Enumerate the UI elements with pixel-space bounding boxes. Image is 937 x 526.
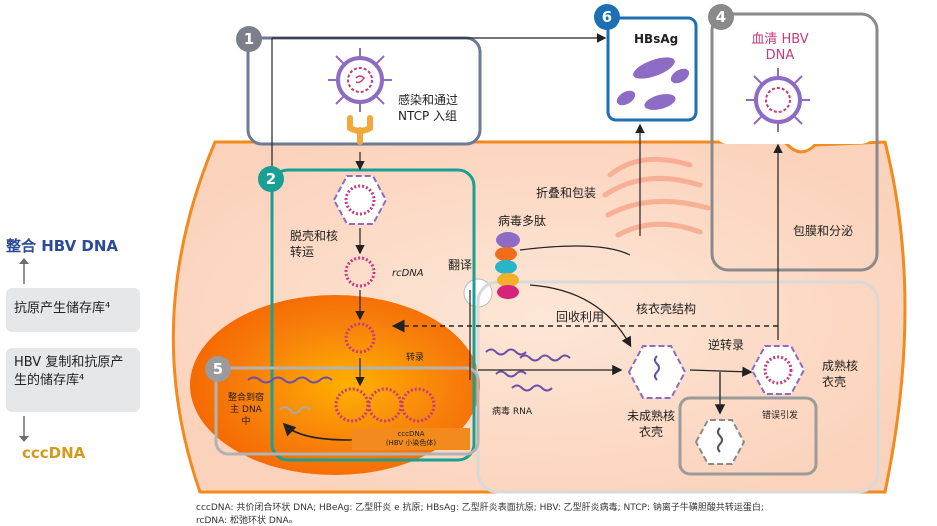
up-arrow-icon xyxy=(19,258,29,284)
down-arrow-icon xyxy=(19,416,29,442)
integrated-dna-icon xyxy=(247,376,333,414)
capsid-structure-label: 核衣壳结构 xyxy=(636,302,697,316)
hbsag-particles-icon xyxy=(616,57,690,110)
entry-label: 感染和通过 NTCP 入组 xyxy=(398,93,459,123)
viral-rna-icon xyxy=(485,348,571,392)
polypeptide-stack-icon xyxy=(495,232,520,299)
step-6-badge: 6 xyxy=(594,4,620,30)
ntcp-receptor-icon xyxy=(347,115,373,145)
virion-entry-icon xyxy=(328,48,392,112)
recycle-label: 回收利用 xyxy=(556,310,605,324)
hbsag-label: HBsAg xyxy=(634,32,679,46)
error-priming-label: 错误引发 xyxy=(762,411,799,421)
viral-rna-label: 病毒 RNA xyxy=(492,407,533,417)
error-priming-box xyxy=(678,396,818,476)
step-2-badge: 2 xyxy=(258,166,284,192)
secretion-box xyxy=(710,12,879,272)
uncoating-box xyxy=(270,168,476,462)
error-capsid-icon xyxy=(694,419,746,465)
capsid-uncoating-icon xyxy=(332,175,388,225)
step-1-badge: 1 xyxy=(236,26,262,52)
envelope-secretion-label: 包膜和分泌 xyxy=(793,224,854,238)
uncoating-label: 脱壳和核转运 xyxy=(290,229,339,259)
footnote-line-1: cccDNA: 共价闭合环状 DNA; HBeAg: 乙型肝炎 e 抗原; HB… xyxy=(196,503,764,513)
antigen-reservoir-box: 抗原产生储存库⁴ xyxy=(6,288,140,332)
integration-label: 整合到宿主 DNA 中 xyxy=(227,393,264,427)
rcdna-icon xyxy=(344,256,376,288)
golgi-apparatus xyxy=(602,156,711,238)
cccdna-box xyxy=(352,428,470,450)
immature-capsid-label: 未成熟核衣壳 xyxy=(626,409,675,439)
rcdna-label: rcDNA xyxy=(392,268,424,279)
cccdna-label: cccDNA xyxy=(22,444,86,462)
folding-label: 折叠和包装 xyxy=(536,186,597,200)
immature-capsid-icon xyxy=(627,345,687,399)
rcdna-nucleus-icon xyxy=(344,322,376,354)
cccdna-box-label: cccDNA (HBV 小染色体) xyxy=(385,430,437,447)
replication-reservoir-box: HBV 复制和抗原产生的储存库⁴ xyxy=(6,348,140,412)
serum-dna-label: 血清 HBV DNA xyxy=(751,32,809,63)
step-4-badge: 4 xyxy=(708,4,734,30)
integrated-hbv-dna-label: 整合 HBV DNA xyxy=(6,237,119,255)
translation-label: 翻译 xyxy=(448,258,473,272)
mature-capsid-label: 成熟核衣壳 xyxy=(822,359,859,389)
step-5-badge: 5 xyxy=(205,356,231,382)
polypeptide-label: 病毒多肽 xyxy=(498,214,547,228)
integration-box xyxy=(214,366,480,456)
reverse-transcription-label: 逆转录 xyxy=(708,338,745,352)
cccdna-chain-icon xyxy=(334,387,436,423)
transcription-label: 转录 xyxy=(406,353,425,363)
mature-capsid-icon xyxy=(750,345,806,395)
footnote-line-2: rcDNA: 松弛环状 DNAₒ xyxy=(196,516,293,526)
virion-serum-icon xyxy=(746,68,810,132)
